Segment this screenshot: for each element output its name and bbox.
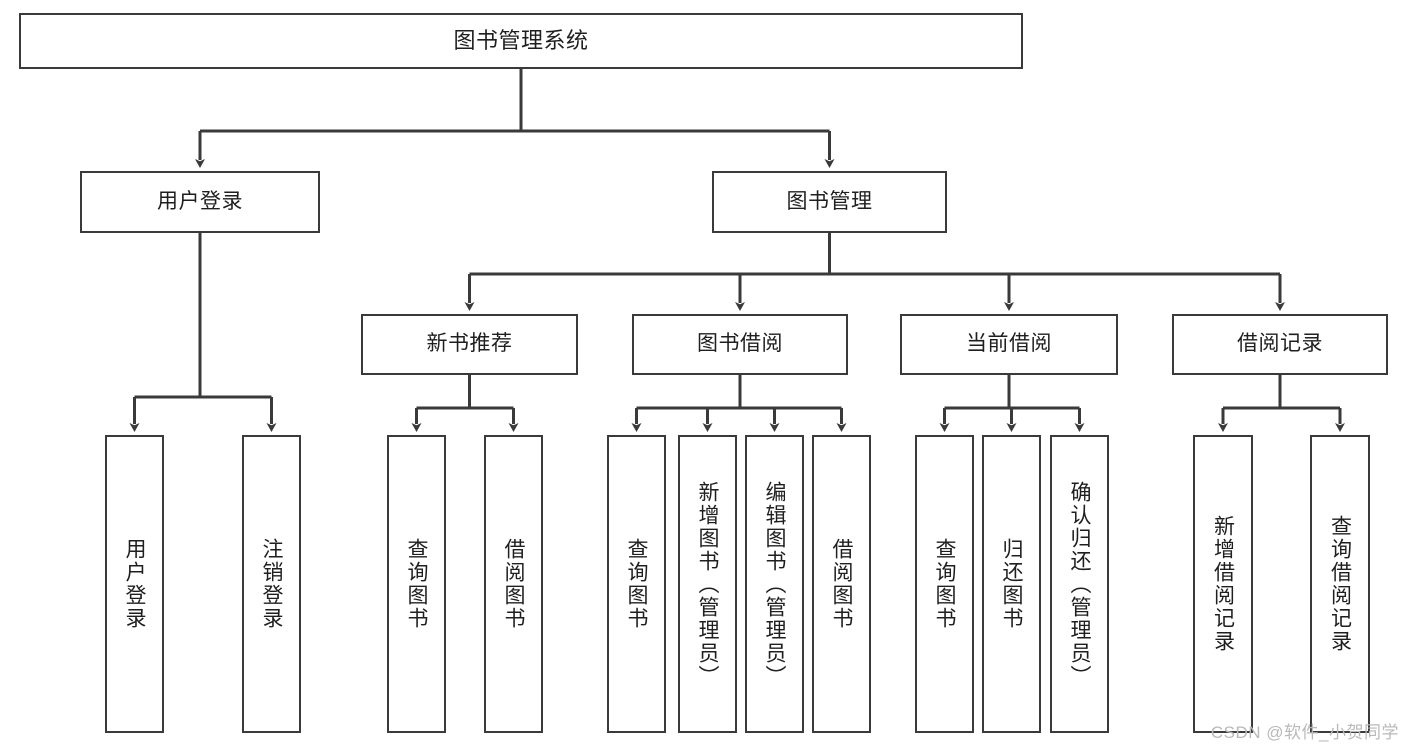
node-label: 图书管理 <box>786 189 873 213</box>
node-label: 图书借阅 <box>697 332 783 356</box>
node-label: 用户登录 <box>123 538 146 630</box>
node-leaf-query-1[interactable]: 查询图书 <box>387 435 446 733</box>
node-label: 确认归还（管理员） <box>1068 480 1091 688</box>
node-label: 新增图书（管理员） <box>696 480 719 688</box>
node-label: 借阅记录 <box>1237 332 1323 356</box>
node-leaf-query-2[interactable]: 查询图书 <box>607 435 666 733</box>
node-label: 查询图书 <box>933 538 956 630</box>
node-label: 查询借阅记录 <box>1328 515 1352 653</box>
node-borrow-record[interactable]: 借阅记录 <box>1172 314 1388 375</box>
node-leaf-edit-book[interactable]: 编辑图书（管理员） <box>745 435 804 733</box>
node-label: 用户登录 <box>157 189 243 213</box>
node-label: 查询图书 <box>405 538 428 630</box>
node-label: 编辑图书（管理员） <box>763 480 786 688</box>
node-leaf-query-rec[interactable]: 查询借阅记录 <box>1310 435 1370 733</box>
node-leaf-query-3[interactable]: 查询图书 <box>915 435 974 733</box>
node-label: 当前借阅 <box>966 332 1052 356</box>
node-new-book-rec[interactable]: 新书推荐 <box>361 314 578 375</box>
node-book-borrow[interactable]: 图书借阅 <box>632 314 848 375</box>
node-label: 新增借阅记录 <box>1211 515 1235 653</box>
node-current-borrow[interactable]: 当前借阅 <box>900 314 1118 375</box>
node-user-login[interactable]: 用户登录 <box>80 171 320 233</box>
node-label: 新书推荐 <box>426 332 513 356</box>
node-leaf-logout[interactable]: 注销登录 <box>242 435 301 733</box>
node-leaf-borrow-2[interactable]: 借阅图书 <box>812 435 871 733</box>
node-label: 注销登录 <box>260 538 283 630</box>
node-root[interactable]: 图书管理系统 <box>19 13 1023 69</box>
node-leaf-return[interactable]: 归还图书 <box>982 435 1041 733</box>
node-label: 查询图书 <box>625 538 648 630</box>
node-label: 图书管理系统 <box>453 28 589 54</box>
node-leaf-user-login[interactable]: 用户登录 <box>105 435 164 733</box>
node-leaf-add-book[interactable]: 新增图书（管理员） <box>678 435 737 733</box>
watermark-text: CSDN @软件_小贺同学 <box>1210 723 1399 742</box>
node-leaf-borrow-1[interactable]: 借阅图书 <box>484 435 543 733</box>
node-label: 归还图书 <box>1000 538 1023 630</box>
node-leaf-confirm[interactable]: 确认归还（管理员） <box>1050 435 1109 733</box>
node-leaf-add-rec[interactable]: 新增借阅记录 <box>1193 435 1253 733</box>
node-label: 借阅图书 <box>830 538 853 630</box>
node-book-manage[interactable]: 图书管理 <box>712 171 947 233</box>
node-label: 借阅图书 <box>502 538 525 630</box>
